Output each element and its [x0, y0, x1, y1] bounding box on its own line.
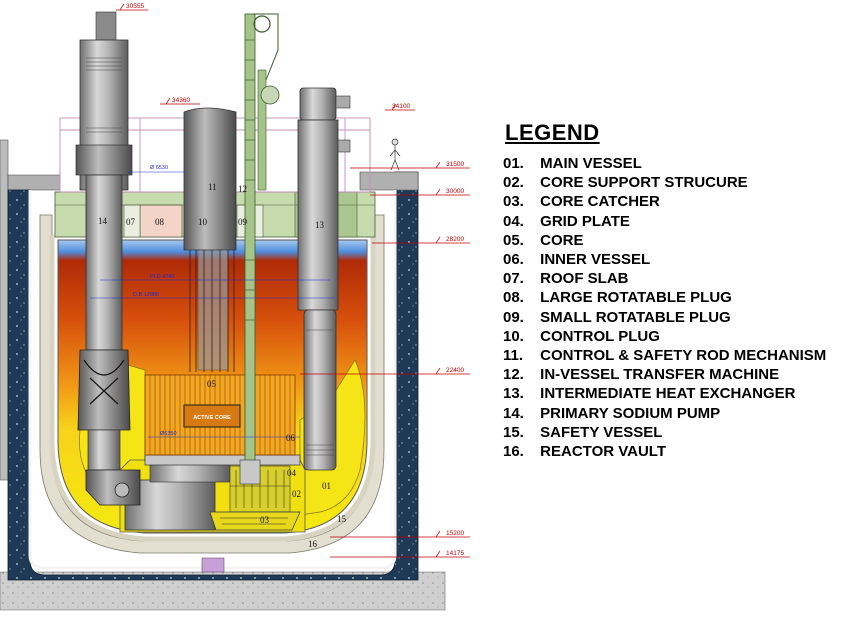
control-plug	[183, 107, 237, 372]
reactor-vault-structure	[0, 139, 446, 611]
main-vessel-wall	[49, 235, 376, 542]
legend-item: 10. CONTROL PLUG	[503, 327, 826, 346]
elevation-markers	[116, 3, 470, 558]
legend-item: 12. IN-VESSEL TRANSFER MACHINE	[503, 365, 826, 384]
legend-item-label: ROOF SLAB	[540, 270, 629, 288]
elevation-label: 30555	[126, 3, 144, 10]
legend-item: 08. LARGE ROTATABLE PLUG	[503, 288, 826, 307]
legend-item: 16. REACTOR VAULT	[503, 442, 826, 461]
legend-item-number: 16.	[503, 443, 524, 461]
dimension-label: Ø 6530	[150, 165, 168, 171]
active-core-box	[183, 404, 241, 428]
part-label: 04	[287, 468, 297, 478]
legend-item: 06. INNER VESSEL	[503, 250, 826, 269]
legend-item-label: PRIMARY SODIUM PUMP	[540, 404, 721, 422]
safety-vessel	[39, 214, 385, 554]
legend-item-label: IN-VESSEL TRANSFER MACHINE	[540, 366, 780, 384]
part-label: 01	[322, 481, 331, 491]
part-label: 16	[308, 539, 318, 549]
dimension-label: Ø6350	[160, 431, 177, 437]
legend-item-label: CONTROL PLUG	[540, 327, 660, 345]
elevation-label: 30000	[446, 188, 464, 195]
vault-drain	[201, 557, 225, 573]
part-label: 15	[337, 514, 347, 524]
grid-plate	[144, 454, 301, 466]
part-label: 05	[207, 379, 217, 389]
legend-item-label: INNER VESSEL	[540, 251, 651, 269]
legend-item-number: 12.	[503, 366, 524, 384]
elevation-label: 14175	[446, 550, 464, 557]
legend-item-label: MAIN VESSEL	[540, 155, 642, 172]
legend-item-number: 14.	[503, 404, 524, 422]
elevation-label: 22400	[446, 367, 464, 374]
part-label: 08	[155, 217, 165, 227]
legend-item-number: 15.	[503, 423, 524, 441]
elevation-label: 28200	[446, 236, 464, 243]
legend-item-number: 03.	[503, 193, 524, 211]
part-label: 13	[315, 220, 325, 230]
part-label: 02	[292, 489, 301, 499]
part-label: 07	[126, 217, 136, 227]
legend-item-label: SMALL ROTATABLE PLUG	[540, 308, 731, 326]
legend-item-number: 11.	[503, 347, 524, 365]
elevation-label: 34360	[172, 97, 190, 104]
legend-item-number: 06.	[503, 251, 524, 269]
legend-title: LEGEND	[505, 120, 600, 145]
legend-item-number: 13.	[503, 385, 524, 403]
primary-sodium-pump	[75, 11, 141, 506]
person-figure	[389, 138, 401, 171]
legend-item-number: 01.	[503, 155, 524, 172]
legend-item-number: 02.	[503, 174, 524, 192]
dimension-label: PLD 9740	[150, 274, 174, 280]
part-label: 11	[208, 182, 217, 192]
legend-item-label: LARGE ROTATABLE PLUG	[540, 289, 732, 307]
legend-item-number: 05.	[503, 231, 524, 249]
elevation-label: 34100	[392, 103, 410, 110]
legend-item-label: REACTOR VAULT	[540, 443, 667, 461]
legend-item: 15. SAFETY VESSEL	[503, 423, 826, 442]
legend-item: 01. MAIN VESSEL	[503, 154, 826, 173]
core-support-structure	[119, 459, 306, 533]
legend-item-label: GRID PLATE	[540, 212, 630, 230]
legend-item-label: CORE SUPPORT STRUCURE	[540, 174, 748, 192]
legend-item: 09. SMALL ROTATABLE PLUG	[503, 308, 826, 327]
part-label: 10	[198, 217, 208, 227]
legend-item-number: 04.	[503, 212, 524, 230]
legend-item-label: CORE CATCHER	[540, 193, 660, 211]
legend-item-number: 08.	[503, 289, 524, 307]
legend-item-label: INTERMEDIATE HEAT EXCHANGER	[540, 385, 796, 403]
legend-item-label: SAFETY VESSEL	[540, 423, 663, 441]
legend-item-number: 10.	[503, 327, 524, 345]
part-label: 03	[260, 515, 270, 525]
legend-item: 04. GRID PLATE	[503, 212, 826, 231]
legend-item-number: 07.	[503, 270, 524, 288]
part-label: 06	[286, 433, 296, 443]
legend-item: 07. ROOF SLAB	[503, 269, 826, 288]
part-label: 14	[98, 216, 108, 226]
legend-item-number: 09.	[503, 308, 524, 326]
part-label: 12	[238, 184, 247, 194]
legend-item: 05. CORE	[503, 231, 826, 250]
legend-item: 14. PRIMARY SODIUM PUMP	[503, 404, 826, 423]
legend-item: 11. CONTROL & SAFETY ROD MECHANISM	[503, 346, 826, 365]
in-vessel-transfer-machine	[239, 13, 280, 485]
legend-item: 02. CORE SUPPORT STRUCURE	[503, 173, 826, 192]
legend-item-label: CONTROL & SAFETY ROD MECHANISM	[540, 347, 827, 365]
active-core-label: ACTIVE CORE	[193, 415, 231, 421]
legend-item-label: CORE	[540, 231, 584, 249]
intermediate-heat-exchanger	[297, 87, 351, 471]
dimension-lines	[90, 171, 335, 438]
part-label: 09	[238, 217, 248, 227]
elevation-label: 31500	[446, 161, 464, 168]
legend-item: 03. CORE CATCHER	[503, 192, 826, 211]
dimension-label: D.B 12980	[133, 292, 159, 298]
elevation-label: 15200	[446, 530, 464, 537]
legend-item: 13. INTERMEDIATE HEAT EXCHANGER	[503, 384, 826, 403]
